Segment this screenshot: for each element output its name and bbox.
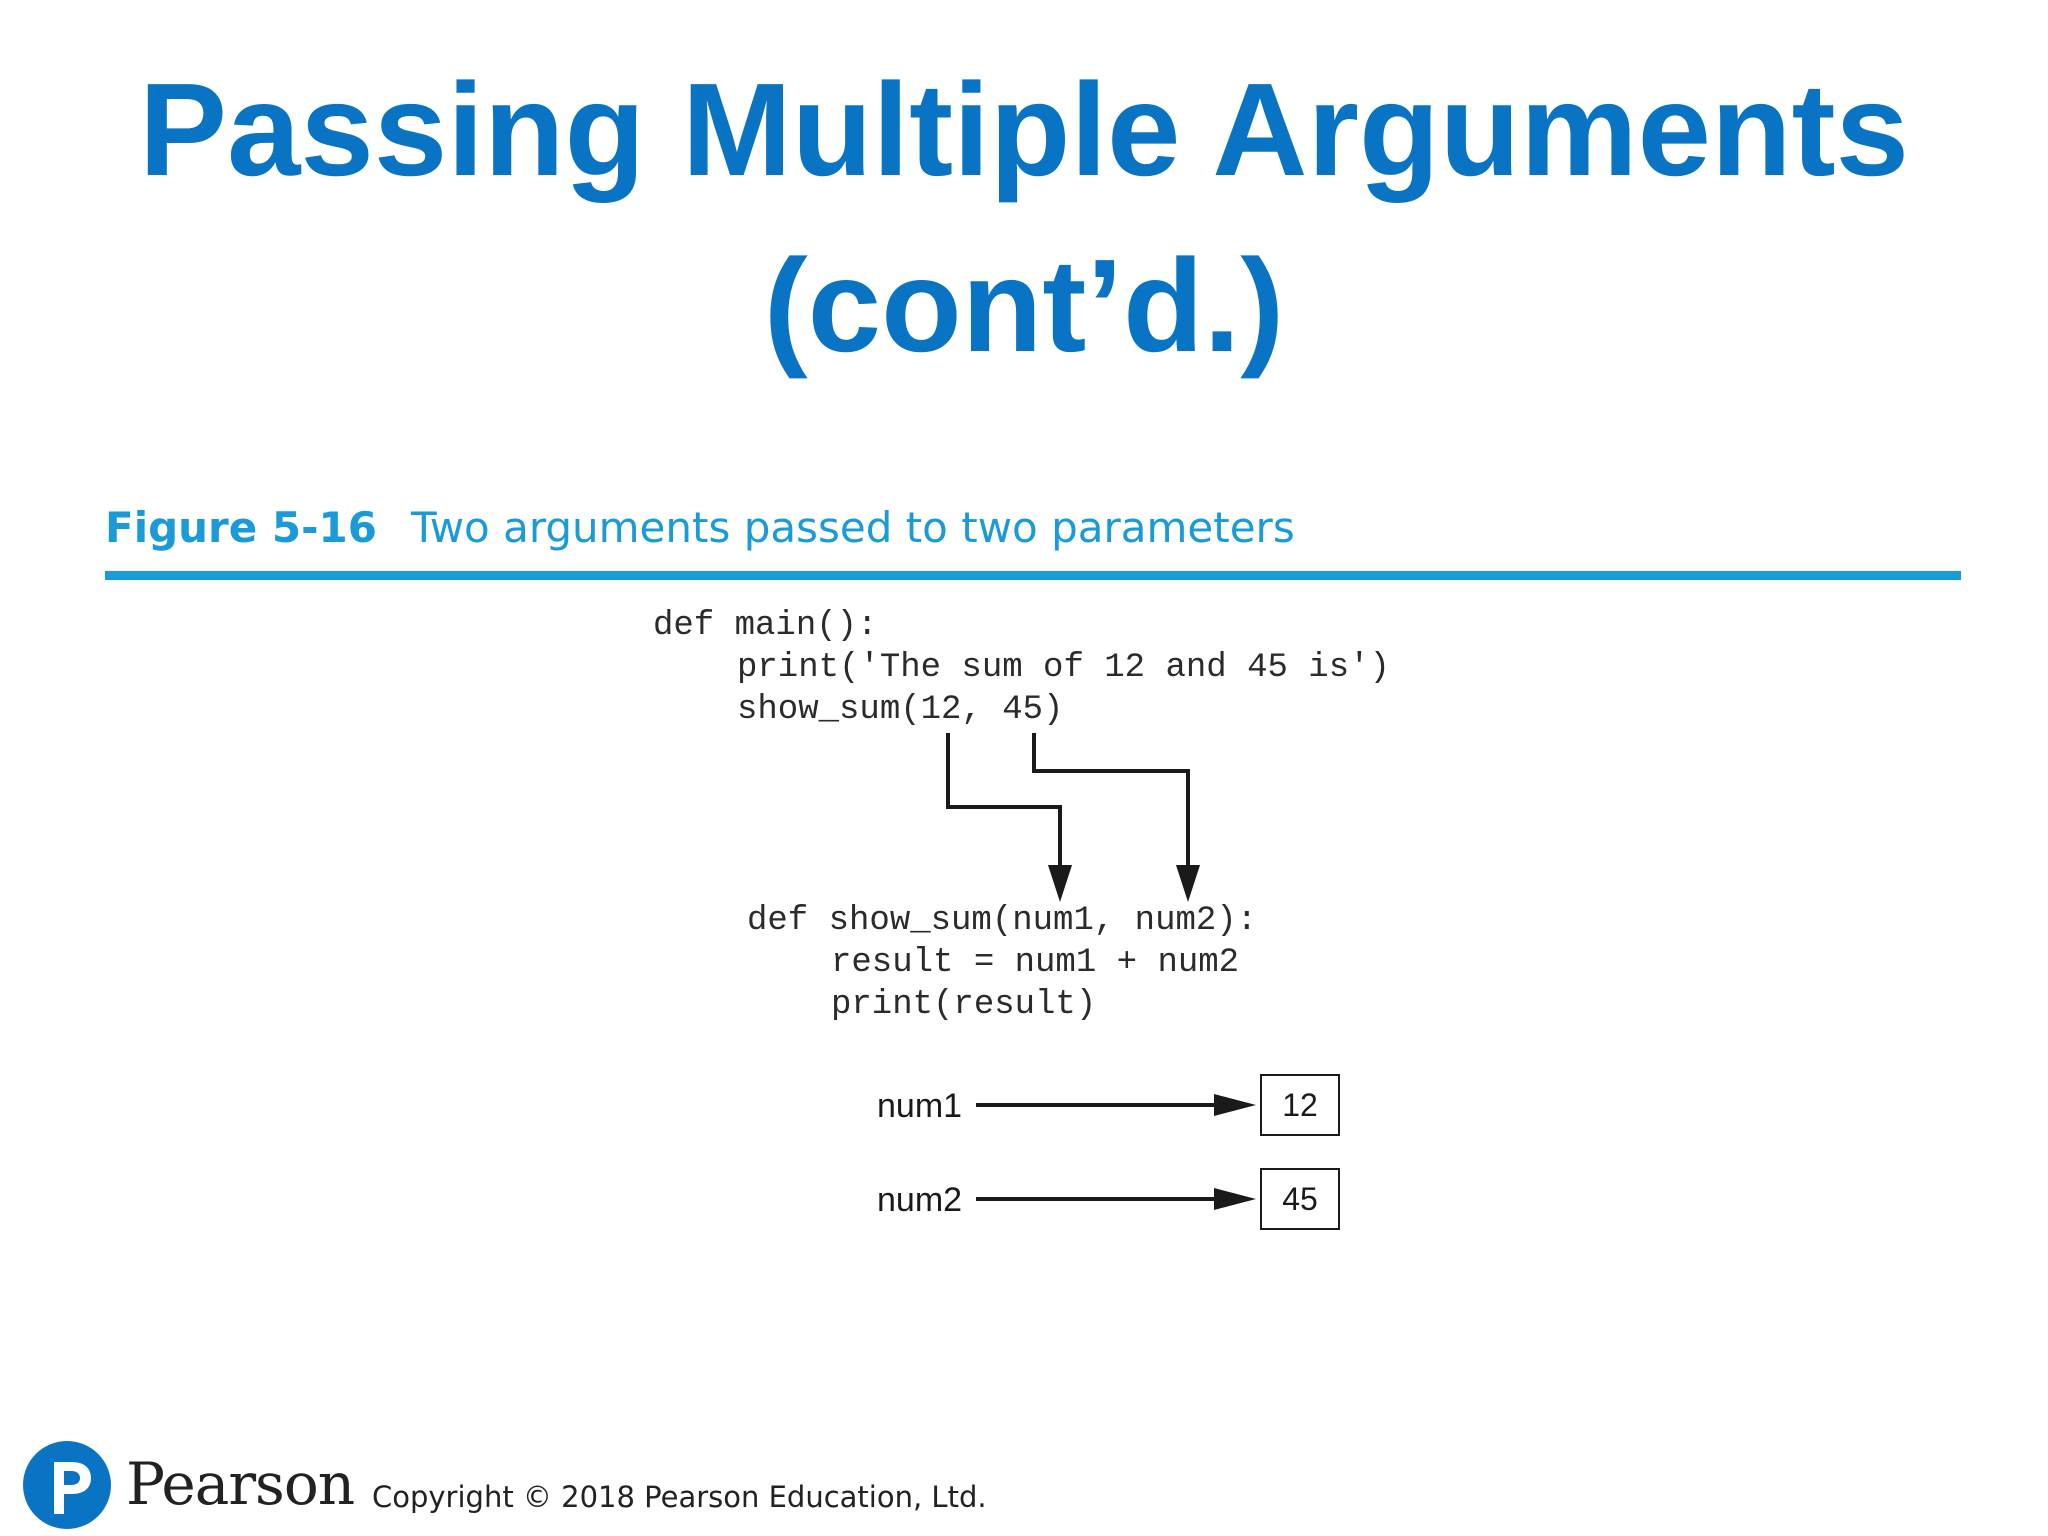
num1-pointer-arrowhead <box>1214 1094 1256 1116</box>
code-line-main-def: def main(): <box>653 607 878 645</box>
slide-title-line-2: (cont’d.) <box>763 232 1285 379</box>
code-line-show-sum-result: result = num1 + num2 <box>831 944 1240 982</box>
code-line-show-sum-print: print(result) <box>831 986 1097 1024</box>
arg2-arrowhead <box>1176 865 1200 902</box>
arg1-arrowhead <box>1048 865 1072 902</box>
pearson-brand-name: Pearson <box>126 1450 355 1518</box>
variable-label-num2: num2 <box>877 1181 963 1219</box>
figure-description: Two arguments passed to two parameters <box>410 503 1295 552</box>
arg1-to-param1-connector <box>946 733 1062 870</box>
arg2-to-param2-connector <box>1032 733 1190 870</box>
copyright-notice: Copyright © 2018 Pearson Education, Ltd. <box>372 1480 987 1514</box>
figure-label: Figure 5-16 <box>105 503 377 552</box>
slide-title-line-1: Passing Multiple Arguments <box>138 56 1909 203</box>
variable-value-box-num1: 12 <box>1260 1074 1340 1136</box>
code-line-show-sum-def: def show_sum(num1, num2): <box>747 902 1258 940</box>
variable-label-num1: num1 <box>877 1087 963 1125</box>
num2-pointer-arrowhead <box>1214 1188 1256 1210</box>
code-line-main-print: print('The sum of 12 and 45 is') <box>737 649 1390 687</box>
code-line-main-call: show_sum(12, 45) <box>737 691 1064 729</box>
pearson-p-logo-icon <box>23 1441 111 1529</box>
figure-caption: Figure 5-16 Two arguments passed to two p… <box>105 503 1295 552</box>
figure-divider <box>105 571 1961 580</box>
variable-value-box-num2: 45 <box>1260 1168 1340 1230</box>
